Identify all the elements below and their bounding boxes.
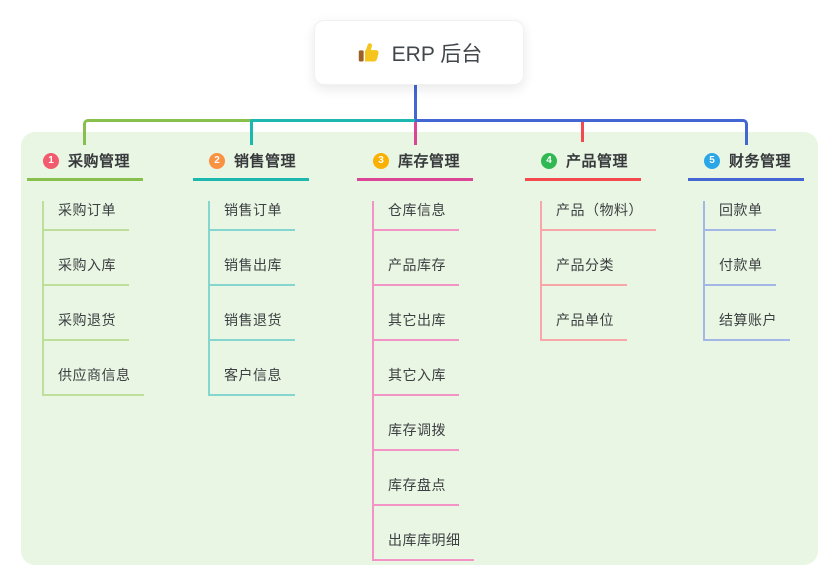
child-node[interactable]: 采购入库 — [44, 256, 129, 286]
branch-number-badge: 2 — [209, 152, 225, 169]
child-node[interactable]: 其它出库 — [374, 311, 459, 341]
branch-children: 产品（物料） 产品分类产品单位 — [540, 201, 656, 341]
child-node[interactable]: 出库库明细 — [374, 531, 474, 561]
branch-header[interactable]: 2 销售管理 — [193, 145, 309, 181]
connector-branch-5 — [415, 119, 748, 145]
child-node[interactable]: 库存盘点 — [374, 476, 459, 506]
connector-branch-3 — [414, 122, 417, 145]
branch-node: 3 库存管理 仓库信息产品库存其它出库其它入库库存调拨库存盘点出库库明细 — [357, 145, 474, 561]
branch-number-badge: 4 — [541, 152, 557, 169]
child-node[interactable]: 结算账户 — [705, 311, 790, 341]
child-node[interactable]: 付款单 — [705, 256, 776, 286]
child-node[interactable]: 产品库存 — [374, 256, 459, 286]
branch-number-badge: 1 — [43, 152, 59, 169]
child-node[interactable]: 销售订单 — [210, 201, 295, 231]
connector-branch-2 — [250, 119, 415, 145]
branch-children: 采购订单采购入库采购退货供应商信息 — [42, 201, 144, 396]
connector-branch-4 — [581, 122, 584, 142]
child-node[interactable]: 采购退货 — [44, 311, 129, 341]
branch-label: 产品管理 — [566, 153, 629, 170]
branch-node: 2 销售管理 销售订单销售出库销售退货客户信息 — [193, 145, 309, 396]
child-node[interactable]: 产品单位 — [542, 311, 627, 341]
branch-header[interactable]: 3 库存管理 — [357, 145, 473, 181]
branch-node: 5 财务管理 回款单付款单结算账户 — [688, 145, 804, 341]
child-node[interactable]: 供应商信息 — [44, 366, 144, 396]
branch-label: 采购管理 — [68, 153, 131, 170]
thumbs-up-icon — [356, 40, 381, 65]
branch-number-badge: 5 — [704, 152, 720, 169]
branches-panel — [21, 132, 818, 565]
child-node[interactable]: 仓库信息 — [374, 201, 459, 231]
branch-label: 销售管理 — [234, 153, 297, 170]
branch-header[interactable]: 5 财务管理 — [688, 145, 804, 181]
branch-header[interactable]: 4 产品管理 — [525, 145, 641, 181]
child-node[interactable]: 采购订单 — [44, 201, 129, 231]
branch-label: 库存管理 — [398, 153, 461, 170]
branch-label: 财务管理 — [729, 153, 792, 170]
branch-node: 1 采购管理 采购订单采购入库采购退货供应商信息 — [27, 145, 144, 396]
root-label: ERP 后台 — [391, 42, 483, 66]
branch-node: 4 产品管理 产品（物料） 产品分类产品单位 — [525, 145, 656, 341]
root-trunk-line — [414, 82, 417, 119]
branch-header[interactable]: 1 采购管理 — [27, 145, 143, 181]
child-node[interactable]: 库存调拨 — [374, 421, 459, 451]
child-node[interactable]: 其它入库 — [374, 366, 459, 396]
connector-branch-1 — [83, 119, 251, 145]
child-node[interactable]: 产品（物料） — [542, 201, 656, 231]
child-node[interactable]: 回款单 — [705, 201, 776, 231]
root-node[interactable]: ERP 后台 — [314, 20, 524, 85]
branch-children: 回款单付款单结算账户 — [703, 201, 790, 341]
child-node[interactable]: 产品分类 — [542, 256, 627, 286]
branch-children: 销售订单销售出库销售退货客户信息 — [208, 201, 295, 396]
child-node[interactable]: 销售出库 — [210, 256, 295, 286]
child-node[interactable]: 客户信息 — [210, 366, 295, 396]
branch-number-badge: 3 — [373, 152, 389, 169]
child-node[interactable]: 销售退货 — [210, 311, 295, 341]
branch-children: 仓库信息产品库存其它出库其它入库库存调拨库存盘点出库库明细 — [372, 201, 474, 561]
